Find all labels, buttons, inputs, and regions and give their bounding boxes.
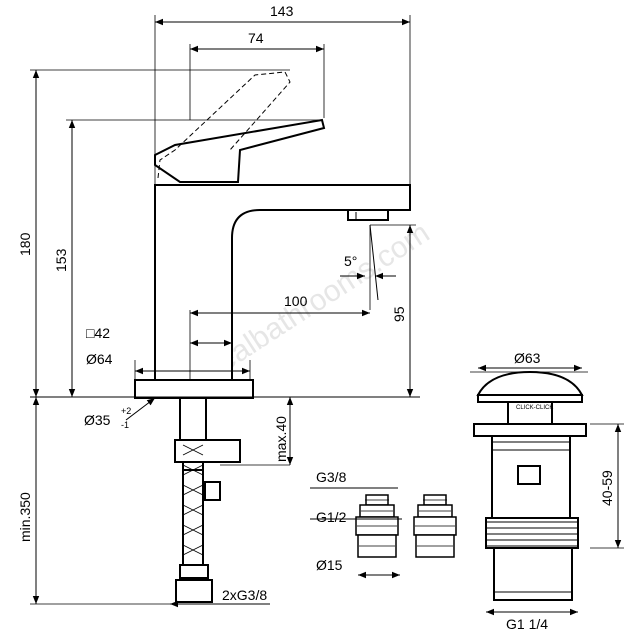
label-min350: min.350 xyxy=(17,492,33,542)
label-100: 100 xyxy=(284,293,308,309)
label-g38: G3/8 xyxy=(316,469,347,485)
waste-tail xyxy=(493,547,573,601)
label-5deg: 5° xyxy=(344,253,357,269)
extension-lines xyxy=(30,15,624,605)
isolation-valve-right xyxy=(413,494,457,558)
fixing-washer xyxy=(204,481,221,501)
label-180: 180 xyxy=(17,232,33,256)
label-153: 153 xyxy=(53,248,69,272)
waste-ring xyxy=(473,423,587,437)
label-dia-64: Ø64 xyxy=(86,351,113,367)
faucet-lever xyxy=(154,118,326,183)
dimension-lines xyxy=(32,18,622,616)
faucet-aerator xyxy=(347,209,389,221)
faucet xyxy=(134,71,411,399)
faucet-lever-ghost xyxy=(157,71,291,179)
waste-flange xyxy=(477,394,583,403)
label-max40: max.40 xyxy=(273,416,289,462)
label-74: 74 xyxy=(248,30,264,46)
dim-5deg-ray xyxy=(369,224,379,301)
hose-connector xyxy=(179,564,209,579)
label-dia-35: Ø35 xyxy=(84,412,111,428)
label-95: 95 xyxy=(391,306,407,322)
faucet-body-outline xyxy=(154,184,411,381)
waste-cap xyxy=(476,370,584,396)
label-tol-plus: +2 xyxy=(121,406,131,416)
label-g114: G1 1/4 xyxy=(506,616,548,632)
hose-braid-pattern xyxy=(182,444,204,556)
waste-thread-hatch xyxy=(486,441,578,593)
label-d15: Ø15 xyxy=(316,557,343,573)
label-g12: G1/2 xyxy=(316,509,347,525)
braided-hose-lower xyxy=(182,469,204,566)
waste-window xyxy=(517,465,541,485)
waste-brand: CLICK-CLICK xyxy=(516,405,553,411)
label-square-42: □42 xyxy=(86,325,110,341)
label-d63: Ø63 xyxy=(514,350,541,366)
dim-hole-leader xyxy=(125,397,156,421)
isolation-valve-left xyxy=(355,494,399,558)
label-hose-thread: 2xG3/8 xyxy=(222,587,267,603)
faucet-base-plate xyxy=(134,379,254,399)
label-143: 143 xyxy=(270,3,294,19)
label-40-59: 40-59 xyxy=(599,470,615,506)
shank-assembly xyxy=(174,397,241,603)
fixing-nut xyxy=(174,439,241,463)
label-tol-minus: -1 xyxy=(121,420,129,430)
shank xyxy=(179,397,207,441)
hose-nut xyxy=(175,579,213,603)
waste-thread xyxy=(485,517,579,549)
